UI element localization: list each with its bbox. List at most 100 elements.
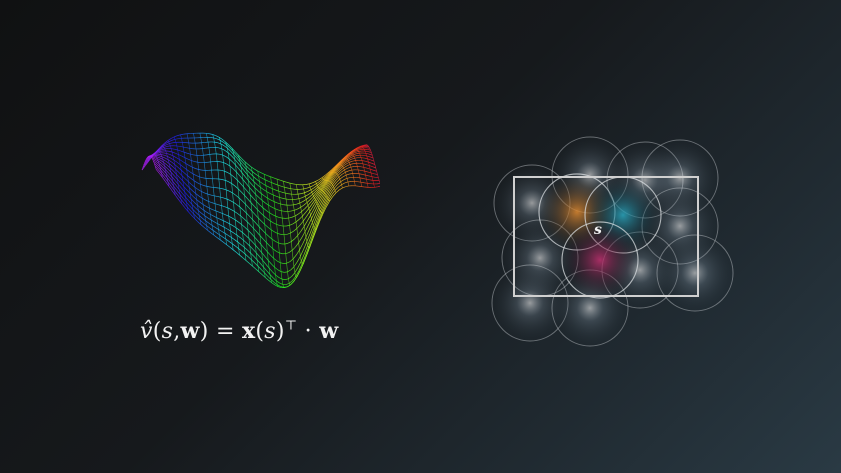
- formula-close-paren-2: ): [275, 319, 285, 344]
- mesh-line: [355, 151, 359, 153]
- formula-open-paren-2: (: [255, 319, 265, 344]
- mesh-line: [198, 210, 200, 216]
- mesh-line: [239, 237, 244, 241]
- mesh-line: [151, 157, 155, 160]
- mesh-line: [274, 267, 276, 275]
- mesh-line: [173, 175, 178, 180]
- mesh-line: [254, 214, 259, 219]
- mesh-line: [168, 150, 173, 153]
- mesh-line: [237, 242, 239, 249]
- mesh-line: [320, 192, 325, 200]
- mesh-line: [300, 253, 305, 262]
- mesh-line: [316, 183, 318, 186]
- mesh-line: [209, 154, 211, 162]
- mesh-line: [252, 190, 256, 195]
- mesh-line: [261, 200, 264, 208]
- mesh-line: [244, 195, 246, 205]
- mesh-line: [162, 177, 166, 182]
- mesh-line: [255, 268, 260, 273]
- mesh-line: [338, 173, 343, 178]
- mesh-line: [234, 219, 237, 228]
- mesh-line: [243, 247, 246, 255]
- mesh-line: [319, 188, 322, 190]
- mesh-line: [304, 191, 308, 194]
- mesh-line: [280, 271, 285, 273]
- mesh-line: [352, 154, 355, 157]
- mesh-line: [144, 160, 146, 163]
- mesh-line: [344, 169, 346, 173]
- mesh-line: [142, 164, 145, 168]
- mesh-line: [291, 246, 296, 251]
- mesh-line: [196, 175, 200, 178]
- mesh-line: [273, 201, 276, 209]
- mesh-line: [326, 175, 331, 181]
- mesh-line: [255, 252, 260, 257]
- mesh-line: [168, 140, 172, 143]
- mesh-line: [318, 187, 321, 189]
- mesh-line: [220, 196, 224, 199]
- mesh-line: [316, 220, 321, 229]
- mesh-line: [318, 189, 322, 195]
- mesh-line: [247, 198, 252, 203]
- mesh-line: [264, 179, 267, 186]
- mesh-line: [347, 177, 351, 179]
- mesh-line: [314, 197, 316, 200]
- mesh-line: [305, 229, 310, 238]
- mesh-line: [200, 137, 202, 143]
- mesh-line: [313, 228, 318, 238]
- mesh-line: [253, 181, 258, 185]
- mesh-line: [348, 158, 352, 162]
- mesh-line: [373, 169, 377, 172]
- mesh-line: [242, 179, 244, 188]
- mesh-line: [187, 206, 191, 211]
- mesh-line: [209, 227, 214, 231]
- mesh-line: [186, 201, 190, 207]
- mesh-line: [157, 160, 162, 164]
- mesh-line: [190, 198, 195, 203]
- mesh-line: [183, 186, 188, 191]
- mesh-line: [372, 166, 376, 169]
- mesh-line: [203, 162, 206, 171]
- mesh-line: [287, 271, 289, 279]
- formula-comma: ,: [173, 319, 181, 344]
- mesh-line: [248, 187, 251, 195]
- mesh-line: [314, 193, 318, 199]
- mesh-line: [163, 146, 168, 148]
- mesh-line: [272, 194, 275, 202]
- mesh-line: [242, 232, 246, 236]
- mesh-line: [239, 158, 241, 163]
- mesh-line: [240, 215, 242, 225]
- mesh-line: [242, 232, 244, 241]
- mesh-line: [246, 242, 251, 247]
- mesh-line: [353, 155, 358, 157]
- coarse-coding-svg: s: [491, 136, 734, 347]
- mesh-line: [286, 205, 289, 212]
- mesh-line: [307, 189, 312, 192]
- mesh-line: [181, 187, 185, 193]
- mesh-line: [338, 184, 342, 188]
- mesh-line: [370, 159, 375, 162]
- mesh-line: [244, 253, 249, 258]
- mesh-line: [236, 179, 239, 189]
- mesh-line: [164, 165, 168, 170]
- mesh-line: [358, 151, 360, 154]
- mesh-line: [329, 186, 334, 192]
- mesh-line: [331, 172, 336, 177]
- mesh-line: [241, 224, 246, 228]
- mesh-line: [191, 160, 193, 168]
- mesh-line: [269, 212, 271, 221]
- mesh-line: [313, 219, 318, 229]
- mesh-line: [280, 179, 284, 182]
- mesh-line: [277, 269, 282, 272]
- mesh-line: [212, 178, 214, 188]
- mesh-line: [242, 257, 247, 261]
- mesh-line: [287, 269, 291, 273]
- mesh-line: [317, 182, 321, 186]
- mesh-line: [218, 179, 221, 189]
- mesh-line: [348, 160, 350, 163]
- mesh-line: [176, 161, 181, 165]
- mesh-line: [350, 155, 354, 158]
- mesh-line: [194, 202, 198, 206]
- mesh-line: [164, 140, 168, 144]
- mesh-line: [279, 225, 284, 227]
